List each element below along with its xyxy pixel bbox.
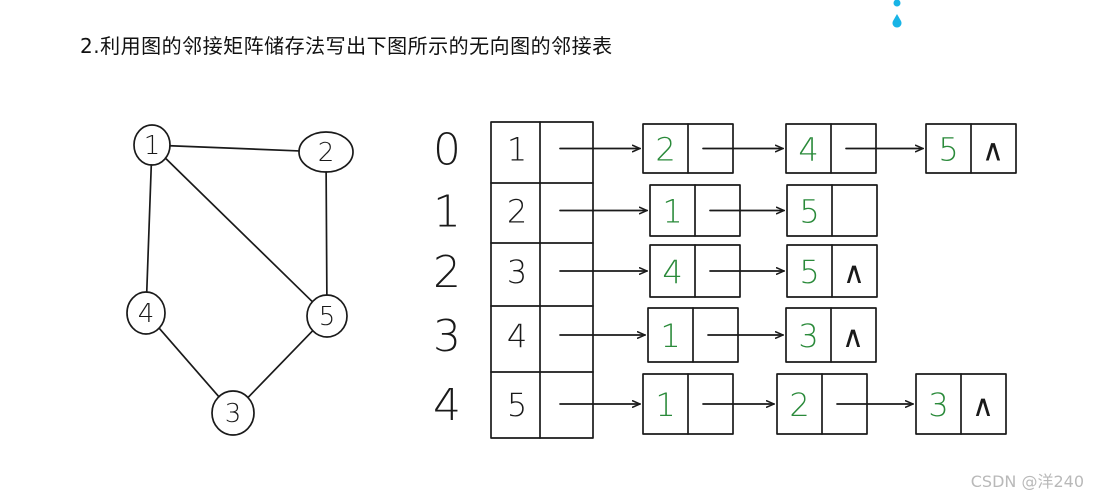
graph-node-label-5: 5: [319, 302, 336, 332]
graph-edge-4-3: [158, 327, 220, 398]
row-index-label: 1: [433, 187, 461, 238]
graph-node-5: [306, 294, 348, 338]
head-vertex-label: 2: [507, 193, 527, 231]
graph-edge-1-4: [145, 164, 153, 293]
scroll-dot-top: [893, 0, 901, 7]
graph-node-3: [211, 390, 255, 436]
list-node-value: 4: [662, 253, 682, 291]
list-row-1: 1 2 1 5: [433, 184, 878, 238]
null-terminator: ∧: [982, 134, 1004, 169]
list-node-value: 2: [789, 386, 809, 424]
graph-edge-5-3: [247, 329, 314, 399]
graph-node-label-1: 1: [144, 131, 161, 161]
list-row-4: 4 5 1 2 3 ∧: [433, 373, 1007, 435]
head-vertex-label: 5: [507, 386, 527, 424]
list-node-value: 1: [660, 317, 680, 355]
list-node-value: 1: [662, 193, 682, 231]
graph-node-label-3: 3: [225, 399, 242, 429]
null-terminator: ∧: [843, 256, 865, 291]
list-row-3: 3 4 1 3 ∧: [433, 307, 877, 363]
list-row-2: 2 3 4 5 ∧: [433, 244, 878, 298]
list-node-value: 3: [928, 386, 948, 424]
head-vertex-label: 3: [507, 253, 527, 291]
list-node-value: 5: [938, 131, 958, 169]
graph-node-label-4: 4: [138, 299, 155, 329]
graph-edge-1-2: [169, 144, 300, 152]
head-vertex-label: 4: [507, 317, 527, 355]
list-node-value: 3: [798, 317, 818, 355]
row-index-label: 3: [433, 311, 461, 362]
list-node-value: 5: [799, 253, 819, 291]
list-node-value: 2: [655, 131, 675, 169]
list-node-value: 1: [655, 386, 675, 424]
scroll-indicator: [892, 0, 902, 28]
row-index-label: 4: [433, 380, 461, 431]
null-terminator: ∧: [972, 389, 994, 424]
graph-node-1: [133, 124, 171, 166]
list-row-0: 0 1 2 4 5 ∧: [433, 123, 1017, 176]
watermark: CSDN @洋240: [970, 472, 1084, 491]
head-array-frame: [490, 121, 594, 439]
head-vertex-label: 1: [507, 131, 527, 169]
row-index-label: 0: [433, 125, 461, 176]
graph-edge-2-5: [325, 171, 328, 296]
row-index-label: 2: [433, 247, 461, 298]
graph-node-label-2: 2: [318, 138, 335, 168]
question-title: 2.利用图的邻接矩阵储存法写出下图所示的无向图的邻接表: [80, 34, 613, 58]
head-array: [490, 121, 594, 439]
graph-edge-1-5: [164, 157, 314, 303]
null-terminator: ∧: [842, 320, 864, 355]
undirected-graph: 1 2 4 5 3: [126, 124, 354, 436]
graph-node-4: [126, 291, 166, 335]
graph-node-2: [298, 131, 354, 173]
adjacency-list: 0 1 2 4 5 ∧ 1 2 1 5 2 3 4 5 ∧ 3 4 1 3 ∧ 4 5 1 2 3 ∧: [433, 121, 1017, 439]
scroll-dot-drop: [892, 14, 902, 28]
list-node-value: 4: [798, 131, 818, 169]
list-node-value: 5: [799, 193, 819, 231]
